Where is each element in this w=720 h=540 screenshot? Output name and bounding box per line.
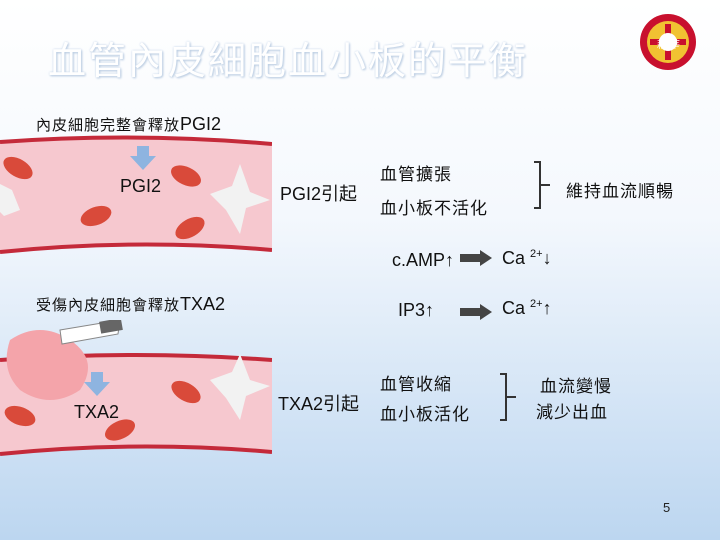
txa2-result-2: 減少出血 (536, 398, 608, 423)
ip3-label: IP3↑ (398, 300, 434, 321)
txa2-effect-2: 血小板活化 (380, 400, 470, 425)
arrow-right-icon (460, 250, 492, 266)
calcium-decrease: Ca 2+↓ (502, 248, 552, 269)
txa2-cause: TXA2引起 (278, 390, 359, 416)
txa2-effect-1: 血管收縮 (380, 370, 452, 395)
calcium-increase: Ca 2+↑ (502, 298, 552, 319)
pgi2-result: 維持血流順暢 (566, 177, 674, 202)
logo-char-1: 耕 (657, 38, 667, 51)
pgi2-effect-1: 血管擴張 (380, 160, 452, 185)
bottom-vessel-label: TXA2 (74, 402, 119, 423)
arrow-right-icon (460, 304, 492, 320)
injured-vessel-illustration (0, 320, 272, 460)
camp-label: c.AMP↑ (392, 250, 454, 271)
hospital-logo: 耕 莘 (638, 12, 698, 72)
arrow-down-icon (84, 372, 110, 396)
slide-title: 血管內皮細胞血小板的平衡 (48, 30, 528, 85)
arrow-down-icon (130, 146, 156, 170)
top-vessel-label: PGI2 (120, 176, 161, 197)
logo-char-2: 莘 (670, 38, 680, 51)
bracket-icon (528, 160, 558, 210)
pgi2-effect-2: 血小板不活化 (380, 194, 488, 219)
bracket-icon (494, 372, 524, 422)
pgi2-cause: PGI2引起 (280, 180, 357, 206)
txa2-result-1: 血流變慢 (540, 372, 612, 397)
page-number: 5 (663, 500, 670, 515)
top-caption: 內皮細胞完整會釋放PGI2 (36, 114, 221, 135)
mid-caption: 受傷內皮細胞會釋放TXA2 (36, 294, 225, 315)
